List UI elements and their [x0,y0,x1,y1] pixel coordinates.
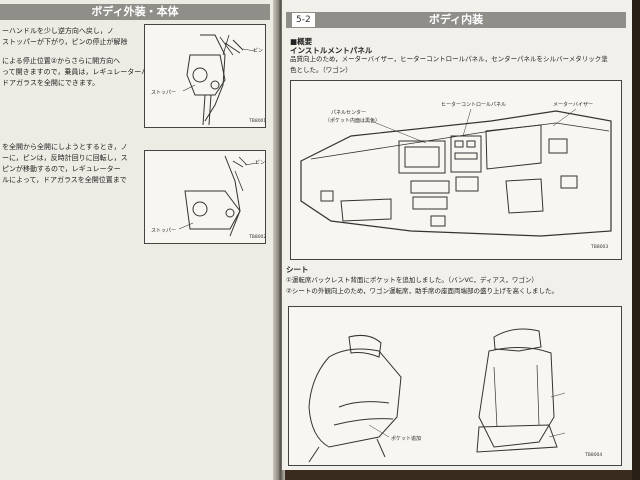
text-line: ーハンドルを少し逆方向へ戻し，ノ [2,27,114,35]
text-line: って開きますので，乗員は，レギュレーターハ [2,68,149,76]
text-line: ドアガラスを全開にできます。 [2,79,100,87]
text-line: ピンが移動するので，レギュレーター [2,165,121,173]
text-line: を全開から全開にしようとするとき，ノ [2,143,128,151]
text-line: ストッパーが下がり，ピンの停止が解除 [2,38,128,46]
heater-control-label: ヒーターコントロールパネル [441,102,507,108]
page-edge-shadow [632,0,640,480]
seat-section-title: シート [286,265,309,274]
pin-label: ピン [253,48,264,54]
text-line: ②シートの外観向上のため，ワゴン運転席，助手席の座面両端部の盛り上げを高くしまし… [286,287,559,295]
right-page-header: 5-2 ボディ内装 [286,12,626,28]
stopper-mechanism-drawing [178,155,258,237]
seat-text: ①運転席バックレスト背面にポケットを追加しました。（バンVC，ディアス，ワゴン）… [286,275,558,297]
figure-code: TB8004 [585,453,603,458]
instrument-panel-title: インストルメントパネル [290,46,373,55]
section-number: 5-2 [292,13,315,27]
pocket-added-label: ポケット追加 [391,436,422,442]
panel-center-note: （ポケット内面は黒色） [325,118,381,124]
text-line: ーに，ピンは，反時計回りに回転し，ス [2,154,128,162]
seat-drawing [308,328,566,463]
right-page: 5-2 ボディ内装 ■概要 インストルメントパネル 品質向上のため，メーターバイ… [282,0,632,470]
dashboard-figure: パネルセンター （ポケット内面は黒色） ヒーターコントロールパネル メーターバイ… [290,80,622,260]
pin-label: ピン [255,160,266,166]
stopper-figure-1: ピン ストッパー TB8001 [144,24,266,128]
text-line: ルによって，ドアガラスを全開位置まで [2,176,127,184]
panel-center-label: パネルセンター [331,110,367,116]
right-header-title: ボディ内装 [428,13,484,26]
instrument-panel-text: 品質向上のため，メーターバイザー，ヒーターコントロールパネル，センターパネルをシ… [290,54,608,76]
meter-visor-label: メーターバイザー [553,102,593,108]
stopper-label: ストッパー [151,90,177,96]
left-paragraph-1: ーハンドルを少し逆方向へ戻し，ノ ストッパーが下がり，ピンの停止が解除 による停… [2,26,148,89]
figure-code: TB8001 [249,119,267,124]
left-page-header: ボディ外装・本体 [0,4,270,20]
figure-code: TB8003 [591,245,609,250]
seat-figure: ポケット追加 TB8004 [288,306,622,466]
stopper-mechanism-drawing [182,34,256,126]
dashboard-drawing [300,108,612,237]
left-paragraph-2: を全開から全開にしようとするとき，ノ ーに，ピンは，反時計回りに回転し，ス ピン… [2,142,128,186]
stopper-figure-2: ピン ストッパー TB8002 [144,150,266,244]
text-line: 品質向上のため，メーターバイザー，ヒーターコントロールパネル，センターパネルをシ… [290,55,608,63]
section-label: ■概要 [290,37,313,46]
figure-code: TB8002 [249,235,267,240]
text-line: による停止位置②からさらに開方向へ [2,57,121,65]
stopper-label: ストッパー [151,228,177,234]
text-line: 色とした。（ワゴン） [290,66,352,74]
text-line: ①運転席バックレスト背面にポケットを追加しました。（バンVC，ディアス，ワゴン） [286,276,538,284]
left-page: ボディ外装・本体 ーハンドルを少し逆方向へ戻し，ノ ストッパーが下がり，ピンの停… [0,0,276,480]
